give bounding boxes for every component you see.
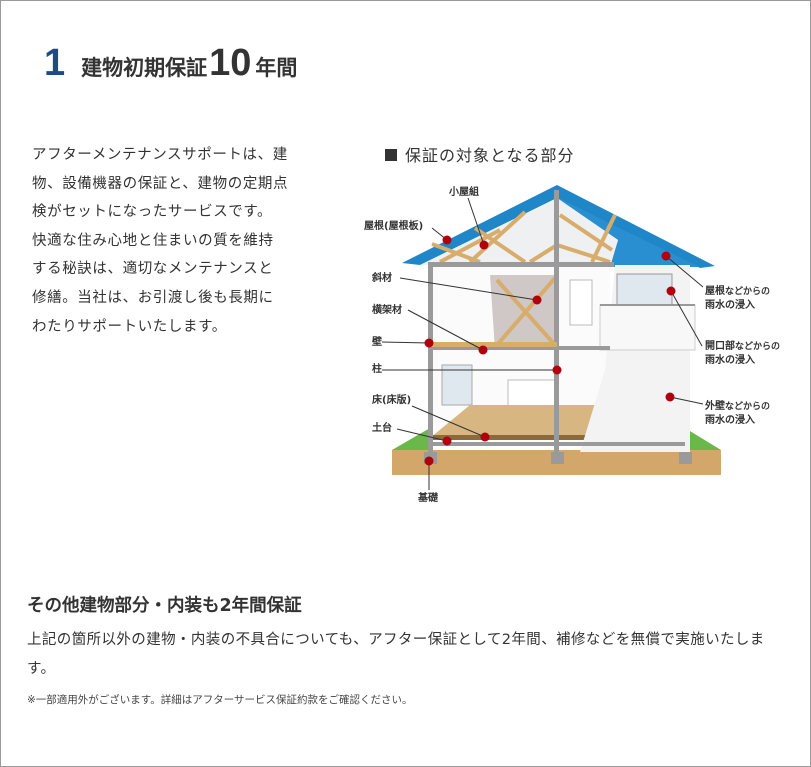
figure-title-text: 保証の対象となる部分: [405, 146, 575, 165]
label-line2: 雨水の浸入: [705, 300, 755, 311]
dot-roof: [442, 235, 452, 245]
dot-outer-wall: [665, 392, 675, 402]
dot-shazai: [532, 295, 542, 305]
other-heading: その他建物部分・内装も2年間保証: [27, 596, 302, 616]
figure-title: 保証の対象となる部分: [385, 142, 575, 166]
label-outer-wall-leak: 外壁などからの雨水の浸入: [705, 400, 770, 427]
marker-dots: [424, 235, 676, 466]
title-suffix: 年間: [255, 56, 298, 80]
label-yuka: 床(床版): [372, 395, 412, 406]
floor: [430, 405, 605, 438]
frame-posts: [424, 190, 692, 464]
label-kabe: 壁: [372, 337, 382, 348]
dot-pillar: [552, 365, 562, 375]
grass-right: [685, 428, 721, 450]
label-oukazai: 横架材: [372, 305, 402, 316]
label-main: 外壁: [705, 401, 725, 412]
intro-line: する秘訣は、適切なメンテナンスと: [32, 261, 274, 278]
label-shazai: 斜材: [372, 273, 392, 284]
door: [569, 279, 593, 326]
other-body: 上記の箇所以外の建物・内装の不具合についても、アフター保証として2年間、補修など…: [27, 632, 765, 677]
label-main: 開口部: [705, 341, 735, 352]
dot-oukazai: [478, 345, 488, 355]
dot-wall: [424, 338, 434, 348]
dot-roof-leak: [661, 251, 671, 261]
intro-line: 物、設備機器の保証と、建物の定期点: [32, 175, 289, 192]
label-kiso: 基礎: [418, 493, 438, 504]
label-opening-leak: 開口部などからの雨水の浸入: [705, 340, 780, 367]
grass-left: [392, 428, 430, 450]
intro-line: 検がセットになったサービスです。: [32, 204, 273, 221]
intro-line: アフターメンテナンスサポートは、建: [32, 147, 288, 163]
label-sub: などからの: [735, 342, 781, 352]
title-text: 建物初期保証: [81, 56, 208, 80]
window-left: [441, 364, 473, 406]
section-title: 1 建物初期保証 10 年間: [44, 42, 297, 85]
dot-kiso: [424, 456, 434, 466]
roof-truss: [431, 210, 617, 264]
section-number: 1: [44, 42, 66, 84]
footnote: ※一部適用外がございます。詳細はアフターサービス保証約款をご確認ください。: [27, 694, 413, 706]
dot-koyagumi: [479, 240, 489, 250]
window-upper: [616, 273, 673, 306]
label-hashira: 柱: [372, 364, 382, 375]
house-illustration: [381, 185, 721, 490]
label-roof-leak: 屋根などからの雨水の浸入: [705, 285, 770, 312]
title-years: 10: [209, 42, 252, 84]
intro-line: わたりサポートいたします。: [32, 318, 227, 335]
square-bullet-icon: [385, 149, 397, 161]
dot-dodai: [442, 436, 452, 446]
label-line2: 雨水の浸入: [705, 355, 755, 366]
roof-right: [557, 198, 700, 267]
leader-lines: [381, 197, 704, 490]
kitchen: [507, 379, 557, 408]
label-sub: などからの: [725, 402, 771, 412]
intro-line: 快適な住み心地と住まいの質を維持: [32, 232, 274, 249]
dot-opening: [666, 286, 676, 296]
balcony: [599, 304, 696, 351]
dot-floor: [480, 432, 490, 442]
label-dodai: 土台: [372, 423, 392, 434]
label-line2: 雨水の浸入: [705, 415, 755, 426]
label-sub: などからの: [725, 287, 771, 297]
label-koyagumi: 小屋組: [449, 187, 479, 198]
label-yane: 屋根(屋根板): [364, 221, 424, 232]
intro-text: アフターメンテナンスサポートは、建 物、設備機器の保証と、建物の定期点 検がセッ…: [32, 141, 332, 341]
intro-line: 修繕。当社は、お引渡し後も長期に: [32, 289, 274, 306]
label-main: 屋根: [705, 286, 725, 297]
